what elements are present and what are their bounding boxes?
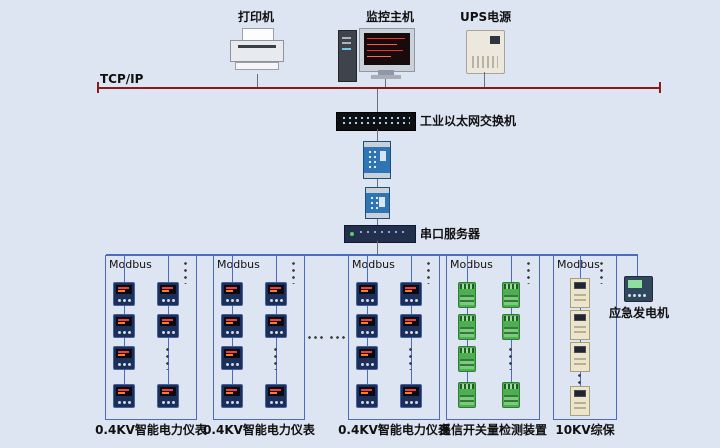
ethernet-switch-icon bbox=[336, 112, 416, 131]
power-meter-icon bbox=[356, 282, 378, 306]
io-module-icon bbox=[502, 382, 520, 408]
ups-icon bbox=[466, 30, 505, 74]
ellipsis-dots bbox=[292, 262, 295, 284]
power-meter-icon bbox=[221, 346, 243, 370]
modbus-branch-2: Modbus bbox=[213, 255, 305, 420]
connector-line bbox=[377, 219, 378, 225]
connector-line bbox=[385, 79, 386, 89]
power-meter-icon bbox=[113, 384, 135, 408]
ellipsis-dots bbox=[274, 348, 277, 370]
ellipsis-dots bbox=[527, 262, 530, 284]
modbus-branch-1: Modbus bbox=[105, 255, 197, 420]
printer-tray bbox=[235, 62, 279, 70]
io-module-icon bbox=[458, 314, 476, 340]
branch-4-label: 遥信开关量检测装置 bbox=[438, 423, 547, 437]
printer-icon bbox=[230, 28, 284, 74]
power-meter-icon bbox=[221, 282, 243, 306]
lan-bus-label: TCP/IP bbox=[100, 72, 144, 86]
monitor-base bbox=[371, 75, 401, 79]
more-branches-ellipsis bbox=[330, 336, 348, 339]
fiber-converter-icon bbox=[365, 187, 390, 219]
modbus-branch-4: Modbus bbox=[446, 255, 540, 420]
lan-bus-line bbox=[98, 87, 660, 89]
serial-server-icon bbox=[344, 225, 416, 243]
power-meter-icon bbox=[113, 314, 135, 338]
modbus-branch-3: Modbus bbox=[348, 255, 440, 420]
power-meter-icon bbox=[265, 314, 287, 338]
power-meter-icon bbox=[265, 384, 287, 408]
ellipsis-dots bbox=[166, 348, 169, 370]
power-meter-icon bbox=[157, 384, 179, 408]
branch-3-label: 0.4KV智能电力仪表 bbox=[338, 423, 450, 437]
protection-relay-icon bbox=[570, 342, 590, 372]
io-module-icon bbox=[458, 282, 476, 308]
ellipsis-dots bbox=[600, 262, 603, 284]
power-meter-icon bbox=[400, 282, 422, 306]
modbus-branch-5: Modbus bbox=[553, 255, 617, 420]
io-module-icon bbox=[458, 346, 476, 372]
power-meter-icon bbox=[356, 346, 378, 370]
modbus-label: Modbus bbox=[557, 258, 600, 271]
connector-line bbox=[637, 256, 638, 276]
lan-bus-endcap bbox=[97, 82, 99, 93]
more-branches-ellipsis bbox=[308, 336, 326, 339]
power-meter-icon bbox=[356, 384, 378, 408]
generator-label: 应急发电机 bbox=[608, 306, 669, 320]
power-meter-icon bbox=[157, 314, 179, 338]
protection-relay-icon bbox=[570, 310, 590, 340]
power-meter-icon bbox=[221, 314, 243, 338]
computer-tower-icon bbox=[338, 30, 357, 82]
connector-line bbox=[257, 74, 258, 89]
serial-server-label: 串口服务器 bbox=[420, 227, 481, 241]
ellipsis-dots bbox=[427, 262, 430, 284]
io-module-icon bbox=[502, 282, 520, 308]
connector-line bbox=[377, 241, 378, 255]
ellipsis-dots bbox=[509, 348, 512, 370]
power-meter-icon bbox=[113, 282, 135, 306]
monitor-stand bbox=[378, 70, 394, 75]
connector-line bbox=[377, 129, 378, 141]
protection-relay-icon bbox=[570, 386, 590, 416]
connector-line bbox=[484, 72, 485, 89]
branch-2-label: 0.4KV智能电力仪表 bbox=[203, 423, 315, 437]
ups-label: UPS电源 bbox=[460, 10, 512, 24]
power-meter-icon bbox=[400, 384, 422, 408]
io-module-icon bbox=[458, 382, 476, 408]
ellipsis-dots bbox=[184, 262, 187, 284]
connector-line bbox=[377, 89, 378, 112]
power-meter-icon bbox=[356, 314, 378, 338]
power-meter-icon bbox=[157, 282, 179, 306]
modbus-label: Modbus bbox=[450, 258, 493, 271]
power-meter-icon bbox=[265, 282, 287, 306]
ellipsis-dots bbox=[578, 374, 581, 396]
modbus-label: Modbus bbox=[352, 258, 395, 271]
generator-controller-icon bbox=[624, 276, 653, 302]
branch-1-label: 0.4KV智能电力仪表 bbox=[95, 423, 207, 437]
modbus-label: Modbus bbox=[217, 258, 260, 271]
lan-bus-endcap bbox=[659, 82, 661, 93]
host-label: 监控主机 bbox=[366, 10, 415, 24]
power-meter-icon bbox=[221, 384, 243, 408]
io-module-icon bbox=[502, 314, 520, 340]
connector-line bbox=[377, 179, 378, 187]
fiber-converter-icon bbox=[363, 141, 391, 179]
protection-relay-icon bbox=[570, 278, 590, 308]
monitor-screen-icon bbox=[359, 28, 415, 72]
printer-body bbox=[230, 40, 284, 62]
branch-5-label: 10KV综保 bbox=[555, 423, 615, 437]
switch-label: 工业以太网交换机 bbox=[420, 114, 517, 128]
modbus-label: Modbus bbox=[109, 258, 152, 271]
printer-label: 打印机 bbox=[238, 10, 275, 24]
power-meter-icon bbox=[400, 314, 422, 338]
ellipsis-dots bbox=[409, 348, 412, 370]
power-meter-icon bbox=[113, 346, 135, 370]
